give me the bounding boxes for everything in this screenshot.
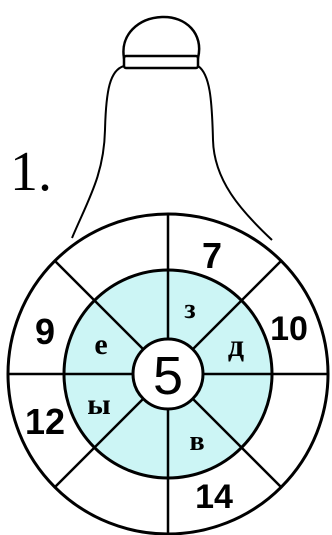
bulb-glass-right-outline [198, 66, 272, 240]
inner-letter-bottom: в [189, 426, 204, 457]
outer-number-upper-right: 10 [270, 310, 308, 348]
puzzle-number-label: 1. [10, 141, 52, 203]
outer-number-left-upper: 9 [35, 311, 55, 352]
bulb-cap-dome [123, 17, 199, 58]
bulb-glass-left-outline [72, 66, 124, 238]
outer-number-bottom: 14 [195, 478, 233, 516]
outer-number-left-lower: 12 [25, 401, 65, 442]
center-value: 5 [153, 346, 183, 406]
bulb-cap-band [124, 56, 198, 68]
inner-letter-left-lower: ы [87, 388, 110, 421]
inner-letter-top: з [184, 294, 195, 325]
outer-number-top: 7 [202, 235, 222, 276]
inner-letter-left-upper: е [94, 328, 107, 361]
inner-letter-right: д [228, 327, 244, 363]
